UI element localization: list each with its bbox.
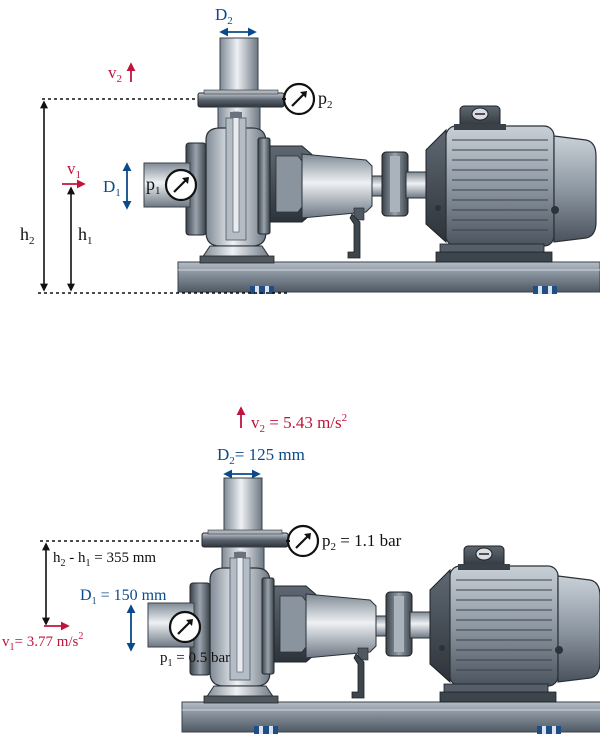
- bottom-outlet-pressure-gauge-icon: [286, 524, 320, 558]
- top-d2-label: D2: [215, 5, 233, 27]
- bottom-p1-label: p1 = 0.5 bar: [160, 650, 230, 669]
- top-d1-label: D1: [103, 177, 121, 199]
- top-pump-diagram: D2 v2 p2 v1 D1 p1 h2 h1: [20, 5, 600, 295]
- top-p2-label: p2: [318, 88, 333, 111]
- bottom-head-difference-label: h2 - h1 = 355 mm: [53, 550, 156, 569]
- top-pump-assembly: [143, 37, 600, 295]
- bottom-d2-label: D2= 125 mm: [217, 445, 305, 467]
- bottom-pump-diagram: v2 = 5.43 m/s2 D2= 125 mm p2 = 1.1 bar h…: [2, 406, 600, 735]
- bottom-d1-label: D1 = 150 mm: [80, 587, 167, 607]
- top-h2-label: h2: [20, 224, 35, 247]
- top-inlet-pressure-gauge-icon: [164, 168, 198, 202]
- bottom-v1-label: v1= 3.77 m/s2: [2, 631, 83, 653]
- bottom-p2-label: p2 = 1.1 bar: [322, 531, 402, 553]
- bottom-v2-label: v2 = 5.43 m/s2: [251, 412, 347, 435]
- bottom-pump-assembly: [147, 477, 600, 735]
- top-outlet-pressure-gauge-icon: [282, 82, 316, 116]
- bottom-inlet-pressure-gauge-icon: [168, 610, 202, 644]
- top-v1-label: v1: [67, 159, 81, 181]
- top-p1-label: p1: [146, 174, 161, 197]
- top-h1-label: h1: [78, 224, 93, 247]
- top-v2-label: v2: [108, 63, 122, 85]
